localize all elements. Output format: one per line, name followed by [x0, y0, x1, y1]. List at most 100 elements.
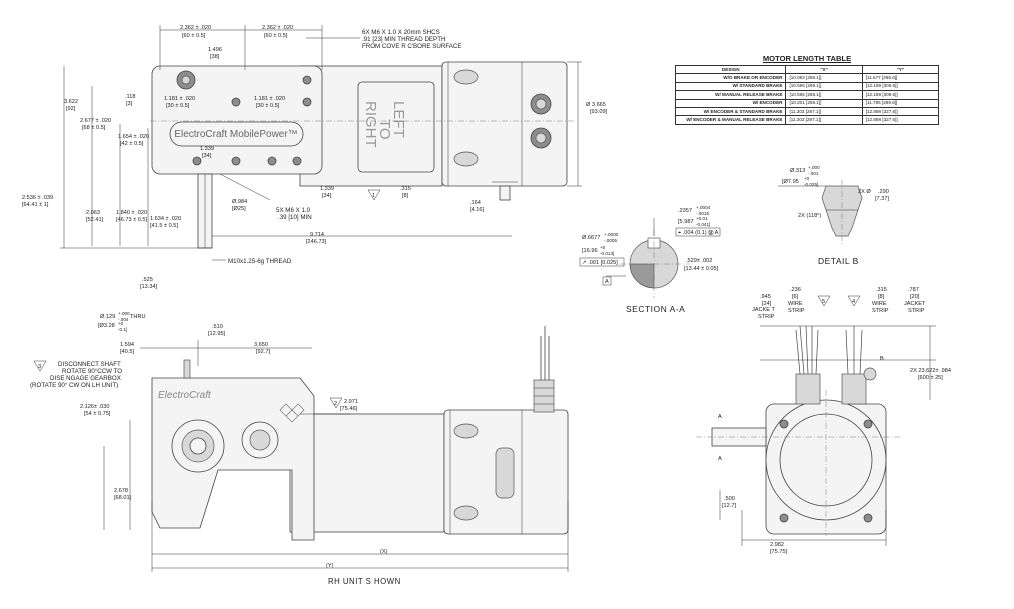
svg-text:+.000: +.000	[118, 311, 130, 316]
svg-text:JACKE T: JACKE T	[752, 307, 775, 313]
svg-text:-0.041]: -0.041]	[696, 222, 710, 227]
svg-text:[Ø7.95: [Ø7.95	[782, 179, 799, 185]
svg-text:[30 ± 0.5]: [30 ± 0.5]	[256, 103, 280, 109]
svg-text:3.622: 3.622	[64, 99, 78, 105]
svg-text:1.840 ± .020: 1.840 ± .020	[116, 210, 147, 216]
bolt-icon	[453, 423, 479, 439]
svg-text:5: 5	[822, 299, 825, 305]
svg-text:LEFT: LEFT	[390, 101, 407, 138]
svg-text:Ø 3.665: Ø 3.665	[586, 102, 606, 108]
table-row: W/O BRAKE OR ENCODER [10.083 [256.1]] [1…	[674, 73, 940, 83]
svg-text:1.594: 1.594	[120, 342, 134, 348]
svg-text:[75.75]: [75.75]	[770, 549, 788, 555]
view-caption: RH UNIT S HOWN	[328, 577, 401, 586]
svg-text:-0.1]: -0.1]	[118, 327, 127, 332]
svg-text:2X Ø: 2X Ø	[858, 189, 871, 195]
svg-text:[92]: [92]	[66, 106, 76, 112]
table-title: MOTOR LENGTH TABLE	[762, 54, 852, 63]
svg-text:ROTATE 90°CCW TO: ROTATE 90°CCW TO	[62, 368, 122, 375]
svg-text:2.677 ± .020: 2.677 ± .020	[80, 118, 111, 124]
note-thread: M10x1.25-6g THREAD	[228, 258, 292, 265]
svg-text:+.0000: +.0000	[604, 232, 619, 237]
wire-bundle-icon	[845, 326, 863, 375]
svg-text:[246.73]: [246.73]	[306, 239, 327, 245]
svg-text:+.0004: +.0004	[696, 205, 711, 210]
svg-text:[4.16]: [4.16]	[470, 207, 484, 213]
balloon-icon	[847, 295, 861, 307]
screw-icon	[231, 156, 241, 166]
section-caption: SECTION A-A	[626, 304, 685, 314]
svg-text:[38]: [38]	[210, 54, 220, 60]
svg-text:↗ .001 [0.025]: ↗ .001 [0.025]	[582, 260, 618, 266]
top-view: LEFT TO RIGHT ElectroCraft MobilePower™	[22, 25, 608, 290]
svg-text:2.536 ± .039: 2.536 ± .039	[22, 195, 53, 201]
balloon-icon	[367, 189, 381, 201]
bolt-icon	[453, 505, 479, 521]
svg-text:B: B	[880, 356, 884, 362]
svg-text:STRIP: STRIP	[872, 308, 889, 314]
direction-panel	[357, 81, 435, 173]
balloon-icon	[329, 397, 343, 409]
header-y: "Y"	[861, 64, 940, 75]
table-row: W/ ENCODER & STANDARD BRAKE [11.303 [287…	[674, 106, 940, 117]
note-disconnect: DISCONNECT SHAFT	[58, 361, 121, 368]
svg-text:[5.987: [5.987	[678, 219, 694, 225]
brand-label: ElectroCraft MobilePower™	[174, 129, 297, 140]
svg-text:.164: .164	[470, 200, 481, 206]
screw-icon	[779, 513, 789, 523]
svg-text:-.001: -.001	[808, 171, 819, 176]
svg-text:+0: +0	[118, 321, 124, 326]
vent-icon	[279, 403, 305, 423]
svg-text:2.063: 2.063	[86, 210, 100, 216]
table-header-row: DESIGN "X" "Y"	[674, 64, 940, 75]
svg-text:1.654 ± .020: 1.654 ± .020	[118, 134, 149, 140]
svg-text:2X (118°): 2X (118°)	[798, 213, 821, 219]
svg-text:2X 23.622± .984: 2X 23.622± .984	[910, 368, 951, 374]
svg-text:WIRE: WIRE	[872, 301, 887, 307]
svg-text:4: 4	[852, 299, 855, 305]
table-row: W/ ENCODER & MANUAL RELEASE BRAKE [11.30…	[674, 115, 940, 125]
screw-icon	[192, 156, 202, 166]
svg-text:[13.34]: [13.34]	[140, 284, 158, 290]
svg-text:-.0005: -.0005	[604, 238, 617, 243]
svg-text:FROM COVE R C'BORE SURFACE: FROM COVE R C'BORE SURFACE	[362, 43, 462, 50]
screw-icon	[863, 419, 873, 429]
svg-text:[60 ± 0.5]: [60 ± 0.5]	[182, 33, 206, 39]
note-holes: 6X M6 X 1.0 X 20mm SHCS	[362, 29, 440, 36]
brand-side-label: ElectroCraft	[158, 390, 212, 401]
table-row: W/ STANDARD BRAKE [10.595 [269.1]] [12.1…	[674, 81, 940, 92]
svg-text:[600 ± 25]: [600 ± 25]	[918, 375, 943, 381]
svg-text:THRU: THRU	[130, 314, 146, 320]
svg-text:Ø.313: Ø.313	[790, 168, 805, 174]
screw-icon	[302, 75, 312, 85]
svg-text:[Ø3.28: [Ø3.28	[98, 323, 115, 329]
svg-text:[12.7]: [12.7]	[722, 503, 736, 509]
svg-text:[52.41]: [52.41]	[86, 217, 104, 223]
svg-text:[20]: [20]	[910, 294, 920, 300]
svg-text:.787: .787	[908, 287, 919, 293]
svg-text:[30 ± 0.5]: [30 ± 0.5]	[166, 103, 190, 109]
screw-icon	[302, 97, 312, 107]
svg-text:+0: +0	[600, 245, 606, 250]
svg-text:.39 [10] MIN: .39 [10] MIN	[278, 214, 312, 221]
svg-text:[54 ± 0.75]: [54 ± 0.75]	[84, 411, 111, 417]
length-table: DESIGN "X" "Y" W/O BRAKE OR ENCODER [10.…	[674, 64, 940, 125]
svg-text:[41.5 ± 0.5]: [41.5 ± 0.5]	[150, 223, 178, 229]
svg-text:3.650: 3.650	[254, 342, 268, 348]
svg-text:[16.96: [16.96	[582, 248, 598, 254]
header-x: "X"	[785, 64, 863, 75]
svg-text:[7.37]: [7.37]	[875, 196, 889, 202]
dim-y: (Y)	[326, 563, 334, 569]
motor-length-table: MOTOR LENGTH TABLE DESIGN "X" "Y" W/O BR…	[674, 54, 940, 125]
svg-text:STRIP: STRIP	[908, 308, 925, 314]
svg-text:[64.41 ± 1]: [64.41 ± 1]	[22, 202, 49, 208]
svg-text:2.971: 2.971	[344, 399, 358, 405]
svg-text:Ø.984: Ø.984	[232, 199, 247, 205]
feature-control-frame	[675, 227, 721, 237]
svg-text:[34]: [34]	[202, 153, 212, 159]
svg-text:[92.7]: [92.7]	[256, 349, 270, 355]
release-pin	[183, 359, 191, 379]
dim-x: (X)	[380, 549, 388, 555]
screw-icon	[267, 156, 277, 166]
